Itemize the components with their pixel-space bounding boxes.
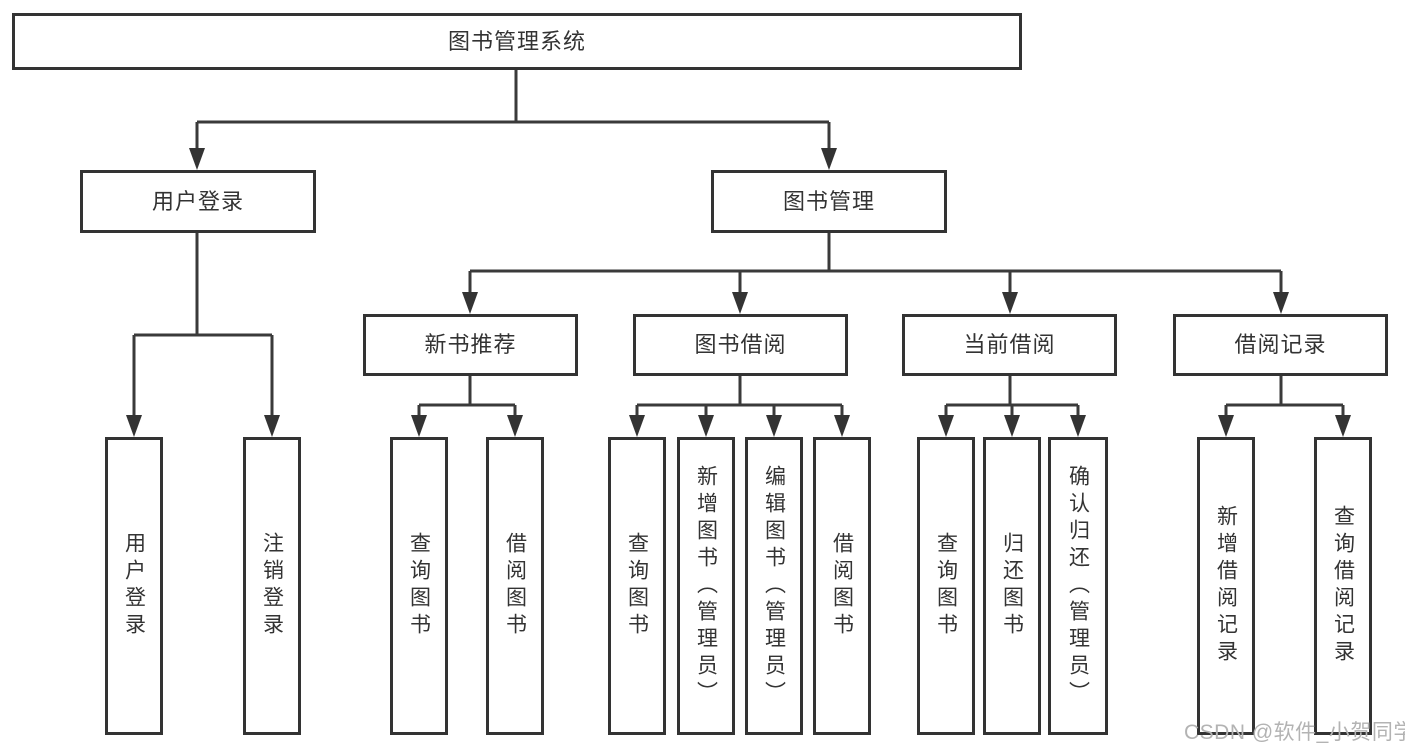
arrow-down-icon bbox=[821, 148, 837, 170]
node-cb-return-book: 归还图书 bbox=[983, 437, 1041, 735]
node-rec-query-book: 查询图书 bbox=[390, 437, 448, 735]
node-borrow-record: 借阅记录 bbox=[1173, 314, 1388, 376]
arrow-down-icon bbox=[411, 415, 427, 437]
node-user-login: 用户登录 bbox=[80, 170, 316, 233]
node-bb-add-book-admin: 新增图书（管理员） bbox=[677, 437, 735, 735]
node-rec-borrow-book: 借阅图书 bbox=[486, 437, 544, 735]
arrow-down-icon bbox=[698, 415, 714, 437]
arrow-down-icon bbox=[126, 415, 142, 437]
arrow-down-icon bbox=[1002, 292, 1018, 314]
arrow-down-icon bbox=[1004, 415, 1020, 437]
csdn-watermark: CSDN @软件_小贺同学 bbox=[1184, 721, 1405, 744]
arrow-down-icon bbox=[462, 292, 478, 314]
node-book-borrow: 图书借阅 bbox=[633, 314, 848, 376]
node-leaf-logout: 注销登录 bbox=[243, 437, 301, 735]
node-br-add-record: 新增借阅记录 bbox=[1197, 437, 1255, 735]
arrow-down-icon bbox=[834, 415, 850, 437]
node-bb-borrow-book: 借阅图书 bbox=[813, 437, 871, 735]
arrow-down-icon bbox=[1218, 415, 1234, 437]
arrow-down-icon bbox=[629, 415, 645, 437]
arrow-down-icon bbox=[1335, 415, 1351, 437]
node-book-management: 图书管理 bbox=[711, 170, 947, 233]
arrow-down-icon bbox=[1070, 415, 1086, 437]
arrow-down-icon bbox=[938, 415, 954, 437]
node-cb-confirm-return-admin: 确认归还（管理员） bbox=[1048, 437, 1108, 735]
node-current-borrow: 当前借阅 bbox=[902, 314, 1117, 376]
node-root: 图书管理系统 bbox=[12, 13, 1022, 70]
arrow-down-icon bbox=[507, 415, 523, 437]
node-br-query-record: 查询借阅记录 bbox=[1314, 437, 1372, 735]
node-new-book-recommend: 新书推荐 bbox=[363, 314, 578, 376]
arrow-down-icon bbox=[1273, 292, 1289, 314]
arrow-down-icon bbox=[732, 292, 748, 314]
node-bb-query-book: 查询图书 bbox=[608, 437, 666, 735]
arrow-down-icon bbox=[766, 415, 782, 437]
node-cb-query-book: 查询图书 bbox=[917, 437, 975, 735]
node-bb-edit-book-admin: 编辑图书（管理员） bbox=[745, 437, 803, 735]
node-leaf-user-login: 用户登录 bbox=[105, 437, 163, 735]
arrow-down-icon bbox=[264, 415, 280, 437]
arrow-down-icon bbox=[189, 148, 205, 170]
